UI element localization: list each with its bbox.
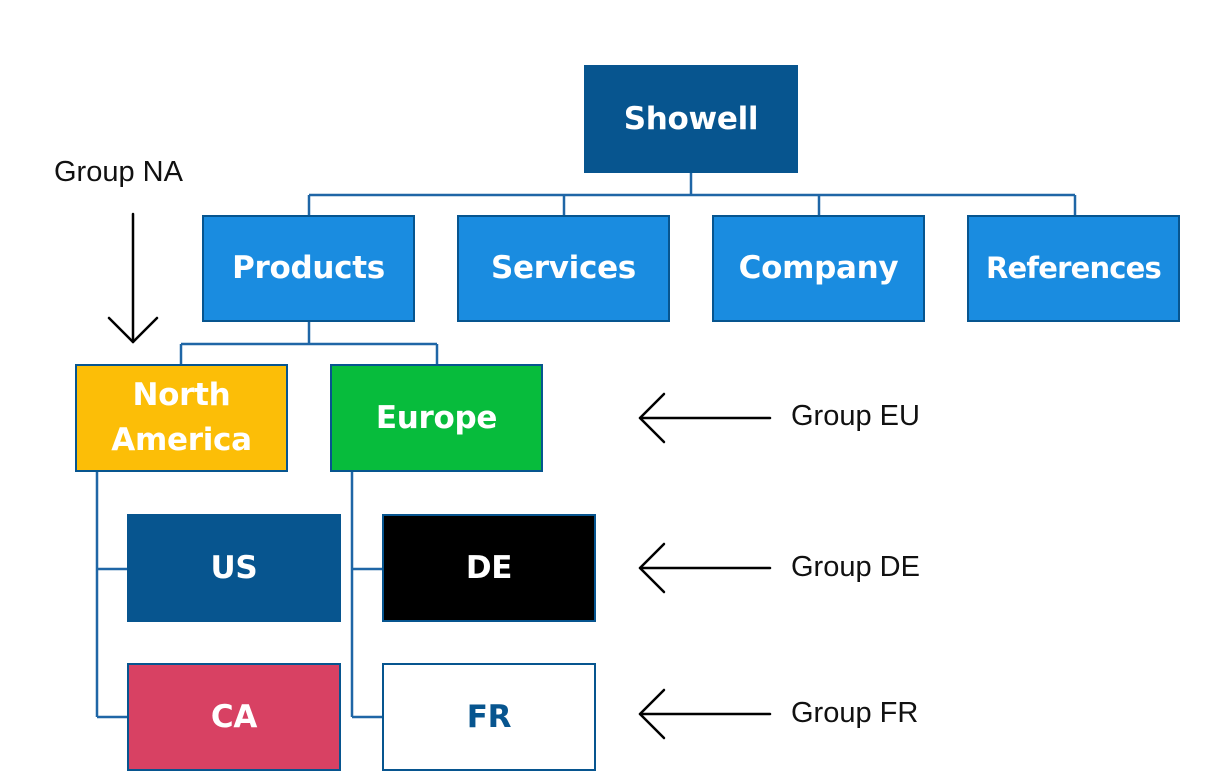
- node-fr: FR: [382, 663, 596, 771]
- node-label: US: [210, 549, 258, 586]
- node-services: Services: [457, 215, 670, 322]
- node-label: Services: [491, 250, 636, 287]
- group-na-label: Group NA: [54, 156, 183, 188]
- arrow-down-icon: [107, 212, 159, 344]
- node-label: Company: [738, 250, 899, 287]
- node-label: Products: [232, 250, 385, 287]
- node-north-america: North America: [75, 364, 288, 472]
- node-company: Company: [712, 215, 925, 322]
- arrow-left-icon: [638, 542, 772, 594]
- group-eu-label: Group EU: [791, 400, 920, 432]
- node-label: CA: [210, 698, 258, 735]
- node-label: Europe: [375, 399, 498, 436]
- node-label: Showell: [623, 100, 759, 137]
- node-us: US: [127, 514, 341, 622]
- node-europe: Europe: [330, 364, 543, 472]
- node-label: References: [985, 251, 1162, 286]
- node-label: FR: [466, 698, 512, 735]
- arrow-left-icon: [638, 688, 772, 740]
- node-label: North America: [111, 377, 252, 458]
- arrow-left-icon: [638, 392, 772, 444]
- group-de-label: Group DE: [791, 551, 920, 583]
- node-de: DE: [382, 514, 596, 622]
- node-products: Products: [202, 215, 415, 322]
- node-references: References: [967, 215, 1180, 322]
- node-ca: CA: [127, 663, 341, 771]
- group-fr-label: Group FR: [791, 697, 919, 729]
- node-showell: Showell: [584, 65, 798, 173]
- node-label: DE: [465, 549, 513, 586]
